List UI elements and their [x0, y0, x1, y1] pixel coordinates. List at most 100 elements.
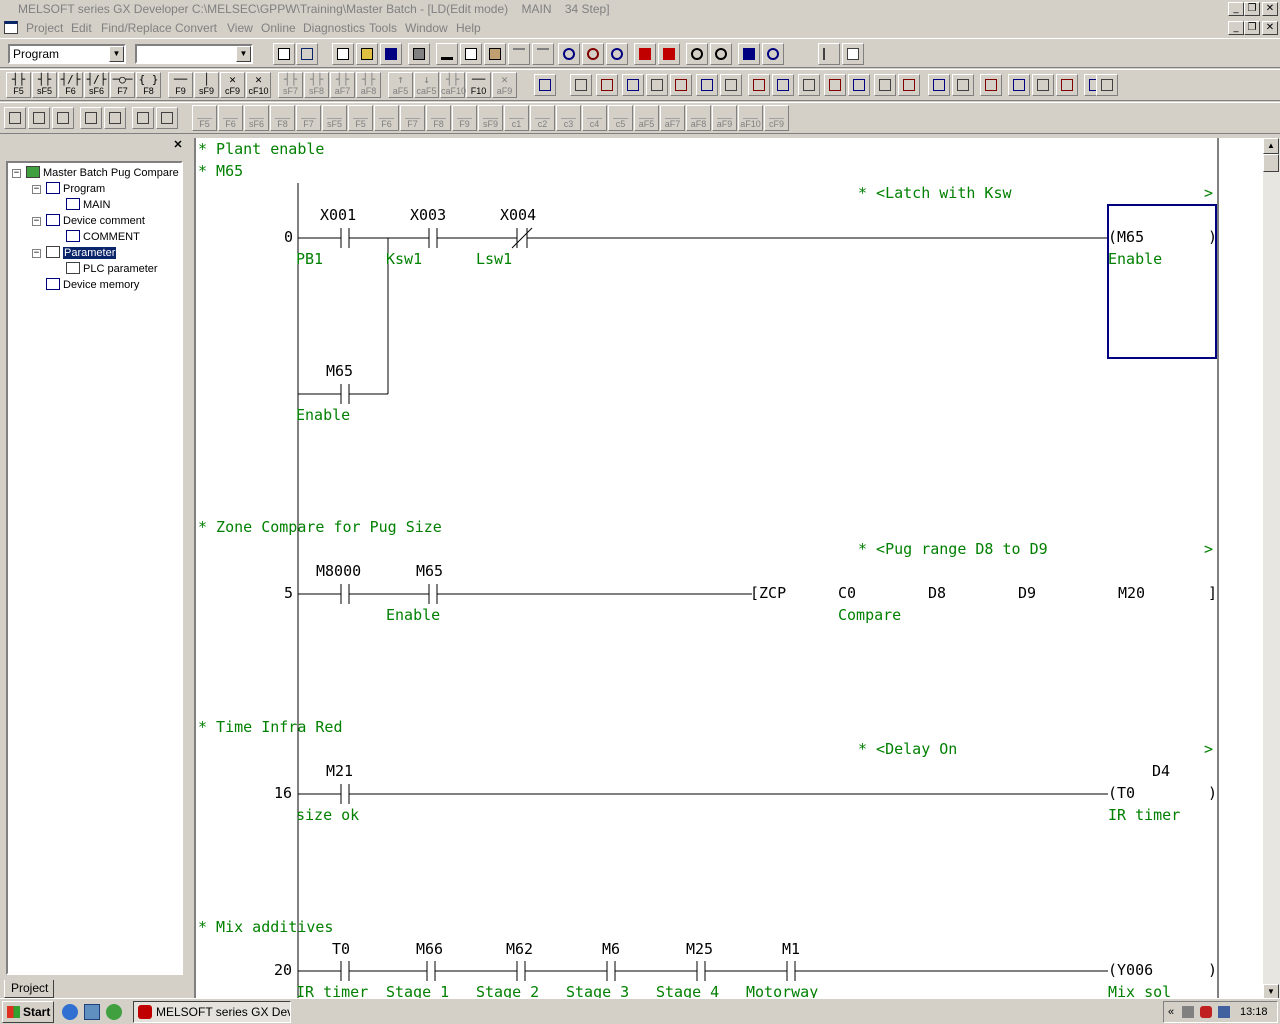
ladder-key-cf10[interactable]: ✕cF10: [246, 72, 271, 98]
ladder-key-f10[interactable]: ──F10: [466, 72, 491, 98]
device-list-icon[interactable]: [842, 43, 864, 65]
ladder-key-sf5[interactable]: ┤├sF5: [32, 72, 57, 98]
ladder-key-sf9[interactable]: │sF9: [194, 72, 219, 98]
device-batch-icon[interactable]: [798, 74, 820, 96]
ladder-key-f8[interactable]: { }F8: [136, 72, 161, 98]
ladder-key-sf8[interactable]: ┤├sF8: [304, 72, 329, 98]
scan-icon[interactable]: [952, 74, 974, 96]
taskbar-gx-developer[interactable]: MELSOFT series GX Deve...: [133, 1001, 291, 1023]
ladder-key-af8[interactable]: ┤├aF8: [356, 72, 381, 98]
sfc-key-af10[interactable]: aF10: [738, 105, 763, 131]
monitor-icon[interactable]: [738, 43, 760, 65]
sfc-key-f5[interactable]: F5: [348, 105, 373, 131]
device-list-icon[interactable]: [570, 74, 592, 96]
media-player-icon[interactable]: [106, 1004, 122, 1020]
internet-explorer-icon[interactable]: [62, 1004, 78, 1020]
ladder-key-af5[interactable]: ↑aF5: [388, 72, 413, 98]
ladder-check-icon[interactable]: [1032, 74, 1054, 96]
scroll-down-icon[interactable]: ▼: [1263, 984, 1279, 1000]
sfc-key-c5[interactable]: c5: [608, 105, 633, 131]
sfc-key-c3[interactable]: c3: [556, 105, 581, 131]
open-folder-icon[interactable]: [356, 43, 378, 65]
trace-icon[interactable]: [928, 74, 950, 96]
new-file-icon[interactable]: [332, 43, 354, 65]
tree-item-comment[interactable]: COMMENT: [66, 230, 140, 244]
tree-item-device-comment[interactable]: Device comment: [46, 214, 145, 228]
monitor-write-icon[interactable]: [670, 74, 692, 96]
note-icon[interactable]: [748, 74, 770, 96]
collapse-toggle[interactable]: −: [32, 248, 41, 258]
doc-minimize-icon[interactable]: _: [1228, 21, 1244, 35]
program-icon[interactable]: [1096, 74, 1118, 96]
tray-expand-icon[interactable]: «: [1168, 1006, 1175, 1018]
volume-icon[interactable]: [1218, 1006, 1230, 1018]
close-pane-icon[interactable]: ✕: [173, 139, 183, 151]
step-icon[interactable]: [4, 107, 26, 129]
ladder-view-icon[interactable]: [296, 43, 318, 65]
sfc-key-sf6[interactable]: sF6: [244, 105, 269, 131]
scroll-up-icon[interactable]: ▲: [1263, 138, 1279, 154]
sfc-key-f7[interactable]: F7: [296, 105, 321, 131]
sample-icon[interactable]: [874, 74, 896, 96]
sfc-key-af9[interactable]: aF9: [712, 105, 737, 131]
tab-project[interactable]: Project: [4, 980, 54, 998]
error-icon[interactable]: [52, 107, 74, 129]
list-mode-icon[interactable]: [273, 43, 295, 65]
menu-edit[interactable]: Edit: [71, 21, 92, 35]
sfc-key-f5[interactable]: F5: [192, 105, 217, 131]
collapse-toggle[interactable]: −: [32, 216, 41, 226]
sfc-key-c1[interactable]: c1: [504, 105, 529, 131]
copy-icon[interactable]: [460, 43, 482, 65]
jump-icon[interactable]: [28, 107, 50, 129]
sfc-key-af7[interactable]: aF7: [660, 105, 685, 131]
program-combo[interactable]: Program ▼: [8, 44, 126, 64]
scroll-thumb[interactable]: [1263, 154, 1279, 172]
device-combo[interactable]: ▼: [135, 44, 253, 64]
sfc-key-f6[interactable]: F6: [218, 105, 243, 131]
monitor-icon[interactable]: [646, 74, 668, 96]
sfc-key-cf9[interactable]: cF9: [764, 105, 789, 131]
ladder-key-f5[interactable]: ┤├F5: [6, 72, 31, 98]
tree-item-program[interactable]: Program: [46, 182, 105, 196]
ladder-key-cf9[interactable]: ✕cF9: [220, 72, 245, 98]
write-mode-icon[interactable]: [622, 74, 644, 96]
sfc-key-f7[interactable]: F7: [400, 105, 425, 131]
sfc-block-icon[interactable]: [104, 107, 126, 129]
menu-tools[interactable]: Tools: [369, 21, 398, 35]
find-step-icon[interactable]: [606, 43, 628, 65]
tree-item-root[interactable]: Master Batch Pug Compare: [26, 166, 179, 180]
stop-icon[interactable]: [848, 74, 870, 96]
redo-icon[interactable]: [532, 43, 554, 65]
comment-icon[interactable]: [818, 43, 840, 65]
start-button[interactable]: Start: [2, 1001, 54, 1023]
ladder-key-caf5[interactable]: ↓caF5: [414, 72, 439, 98]
ladder-mode-icon[interactable]: [534, 74, 556, 96]
ladder-key-af7[interactable]: ┤├aF7: [330, 72, 355, 98]
sfc-key-f6[interactable]: F6: [374, 105, 399, 131]
security-shield-icon[interactable]: [1200, 1006, 1212, 1018]
sfc-key-sf9[interactable]: sF9: [478, 105, 503, 131]
menu-view[interactable]: View: [227, 21, 253, 35]
sfc-key-sf5[interactable]: sF5: [322, 105, 347, 131]
sfc-key-af8[interactable]: aF8: [686, 105, 711, 131]
write-plc-icon[interactable]: [634, 43, 656, 65]
vertical-scrollbar[interactable]: ▲ ▼: [1263, 138, 1280, 1000]
zoom-out-icon[interactable]: [710, 43, 732, 65]
ladder-key-sf6[interactable]: ┤/├sF6: [84, 72, 109, 98]
doc-close-icon[interactable]: ✕: [1262, 21, 1278, 35]
find-device-icon[interactable]: [558, 43, 580, 65]
cut-icon[interactable]: [436, 43, 458, 65]
sfc-key-f8[interactable]: F8: [426, 105, 451, 131]
ladder-key-caf10[interactable]: ┤├caF10: [440, 72, 466, 98]
sfc-key-c4[interactable]: c4: [582, 105, 607, 131]
chevron-down-icon[interactable]: ▼: [109, 46, 124, 62]
document-icon[interactable]: [4, 21, 18, 34]
undo-icon[interactable]: [508, 43, 530, 65]
menu-find-replace[interactable]: Find/Replace: [101, 21, 172, 35]
ladder-key-f6[interactable]: ┤/├F6: [58, 72, 83, 98]
desktop-icon[interactable]: [84, 1004, 100, 1020]
minimize-icon[interactable]: _: [1228, 2, 1244, 16]
network-icon[interactable]: [1182, 1006, 1194, 1018]
read-plc-icon[interactable]: [658, 43, 680, 65]
alias-icon[interactable]: [772, 74, 794, 96]
